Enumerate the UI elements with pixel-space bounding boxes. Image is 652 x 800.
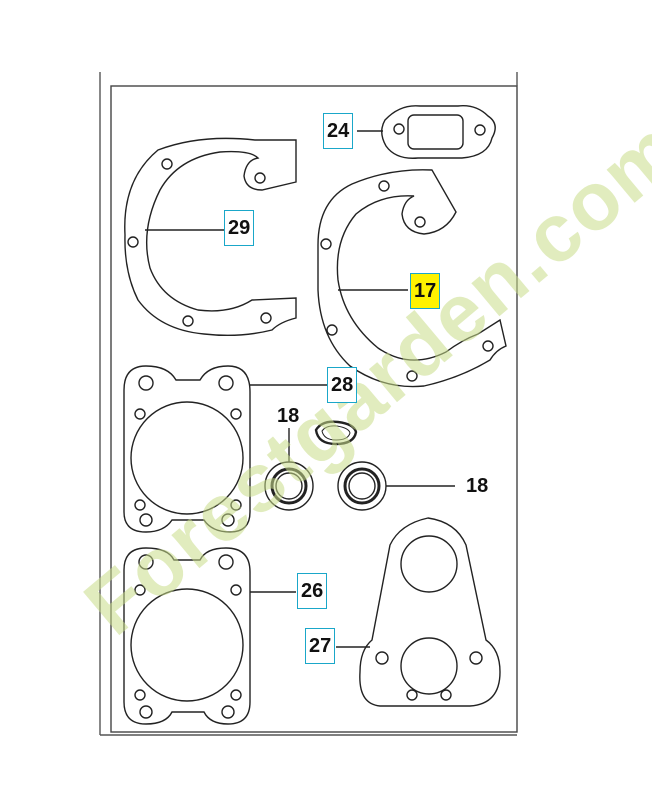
callout-17: 17 xyxy=(410,273,441,309)
gasket-17 xyxy=(317,169,507,388)
callout-18-right: 18 xyxy=(466,475,489,497)
seal-18-left xyxy=(264,428,314,511)
callout-29: 29 xyxy=(224,210,255,246)
seal-18-right xyxy=(337,461,455,511)
gasket-24 xyxy=(357,105,496,159)
callout-18-left: 18 xyxy=(277,405,300,427)
callout-28: 28 xyxy=(327,367,358,403)
callout-24: 24 xyxy=(323,113,354,149)
callout-27: 27 xyxy=(305,628,336,664)
frame-inner xyxy=(110,85,518,733)
gasket-27 xyxy=(336,517,501,707)
gasket-26 xyxy=(123,547,296,725)
callout-26: 26 xyxy=(297,573,328,609)
gasket-29 xyxy=(124,137,297,337)
gasket-28 xyxy=(123,365,330,533)
oval-gasket xyxy=(314,420,358,446)
